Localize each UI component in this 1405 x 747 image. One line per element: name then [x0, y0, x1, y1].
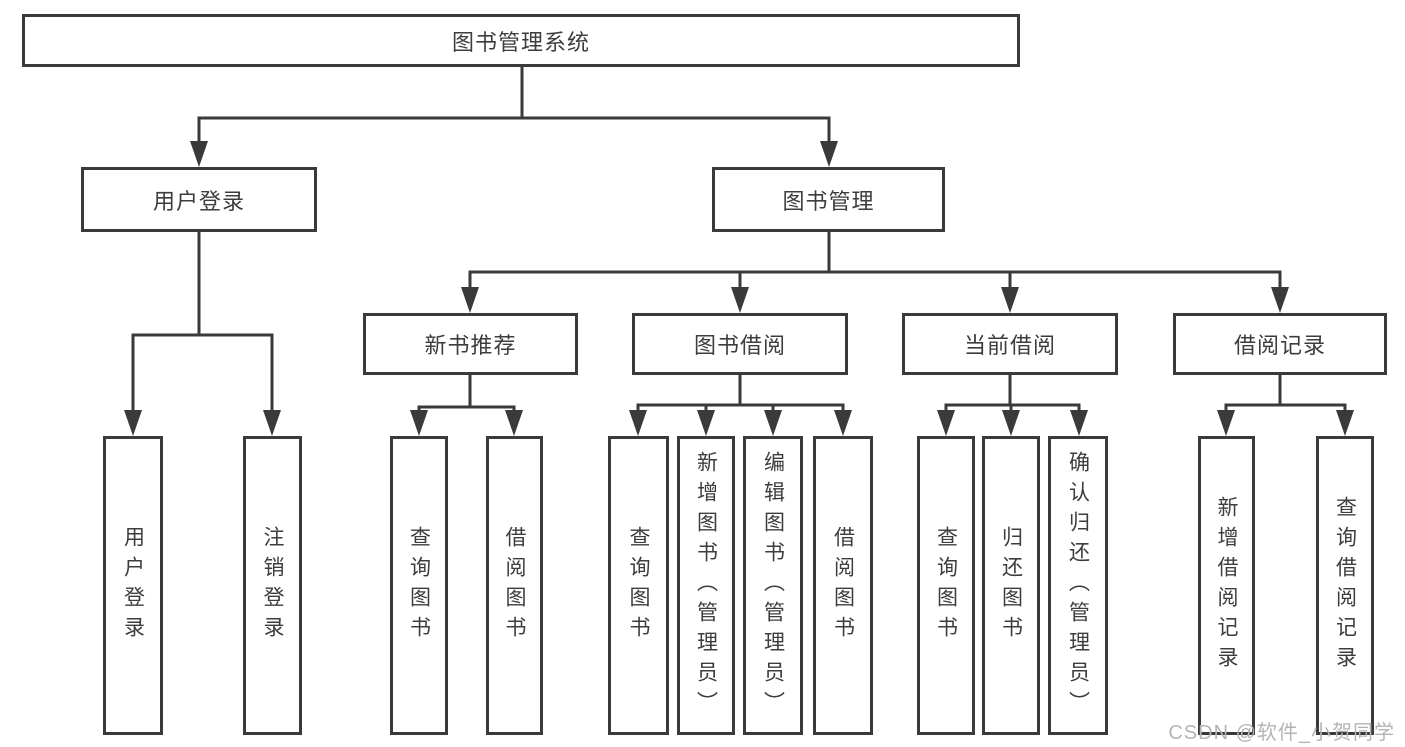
leaf-label: 注销登录 [261, 525, 284, 646]
node-book-management: 图书管理 [712, 167, 945, 232]
arrow-down-icon [461, 287, 479, 313]
leaf-label: 确认归还（管理员） [1066, 450, 1090, 721]
leaf-return-books: 归还图书 [982, 436, 1040, 735]
arrow-down-icon [190, 141, 208, 167]
arrow-down-icon [1271, 287, 1289, 313]
arrow-down-icon [1002, 410, 1020, 436]
connector-line [131, 333, 274, 420]
arrow-down-icon [834, 410, 852, 436]
node-label: 当前借阅 [963, 333, 1056, 358]
leaf-label: 借阅图书 [503, 525, 526, 646]
arrow-down-icon [1001, 287, 1019, 313]
node-library-management-system: 图书管理系统 [22, 14, 1020, 67]
leaf-label: 借阅图书 [831, 525, 855, 646]
arrow-down-icon [505, 410, 523, 436]
arrow-down-icon [410, 410, 428, 436]
leaf-label: 用户登录 [121, 525, 145, 646]
arrow-down-icon [820, 141, 838, 167]
node-label: 用户登录 [152, 188, 245, 214]
node-label: 图书管理系统 [451, 29, 590, 55]
leaf-label: 查询图书 [934, 525, 958, 646]
connector-line [468, 270, 1282, 296]
leaf-label: 新增图书（管理员） [694, 450, 718, 721]
node-book-borrow: 图书借阅 [632, 313, 848, 375]
connector-line [197, 116, 831, 150]
node-user-login: 用户登录 [81, 167, 317, 232]
leaf-query-books: 查询图书 [390, 436, 448, 735]
node-label: 借阅记录 [1233, 333, 1326, 358]
leaf-label: 查询借阅记录 [1333, 495, 1357, 676]
leaf-confirm-return-admin: 确认归还（管理员） [1048, 436, 1108, 735]
node-label: 图书管理 [782, 188, 875, 214]
arrow-down-icon [764, 410, 782, 436]
connector-line [1224, 403, 1347, 420]
connector-line [417, 405, 516, 420]
leaf-label: 新增借阅记录 [1215, 495, 1238, 676]
leaf-add-books-admin: 新增图书（管理员） [677, 436, 735, 735]
leaf-label: 查询图书 [627, 525, 650, 646]
arrow-down-icon [731, 287, 749, 313]
connector-line [636, 403, 845, 420]
csdn-watermark: CSDN @软件_小贺同学 [1168, 722, 1395, 744]
arrow-down-icon [629, 410, 647, 436]
arrow-down-icon [697, 410, 715, 436]
node-new-book-recommend: 新书推荐 [363, 313, 578, 375]
arrow-down-icon [1217, 410, 1235, 436]
leaf-edit-books-admin: 编辑图书（管理员） [743, 436, 803, 735]
arrow-down-icon [937, 410, 955, 436]
node-label: 图书借阅 [693, 333, 786, 358]
arrow-down-icon [1336, 410, 1354, 436]
leaf-borrow-books: 借阅图书 [813, 436, 873, 735]
leaf-user-login: 用户登录 [103, 436, 163, 735]
arrow-down-icon [1070, 410, 1088, 436]
arrow-down-icon [124, 410, 142, 436]
arrow-down-icon [263, 410, 281, 436]
node-borrow-records: 借阅记录 [1173, 313, 1387, 375]
leaf-logout: 注销登录 [243, 436, 302, 735]
leaf-borrow-books: 借阅图书 [486, 436, 543, 735]
leaf-query-books: 查询图书 [608, 436, 669, 735]
leaf-query-borrow-record: 查询借阅记录 [1316, 436, 1374, 735]
leaf-label: 编辑图书（管理员） [761, 450, 785, 721]
node-label: 新书推荐 [424, 333, 517, 358]
connector-line [944, 403, 1081, 420]
leaf-label: 归还图书 [999, 525, 1023, 646]
node-current-borrow: 当前借阅 [902, 313, 1118, 375]
leaf-add-borrow-record: 新增借阅记录 [1198, 436, 1255, 735]
leaf-label: 查询图书 [407, 525, 431, 646]
leaf-query-books: 查询图书 [917, 436, 975, 735]
